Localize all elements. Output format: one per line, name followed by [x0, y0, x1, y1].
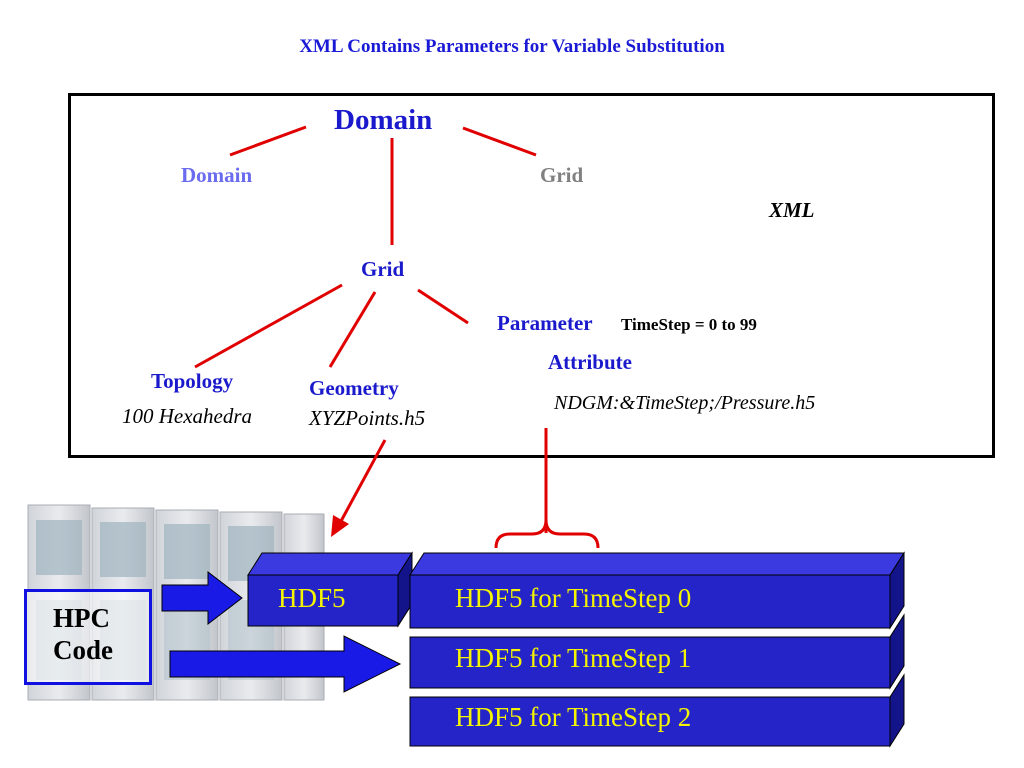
timestep-bracket — [494, 519, 600, 549]
connector-grid-geometry — [328, 291, 377, 368]
node-grid-child: Grid — [540, 163, 584, 187]
geometry-value: XYZPoints.h5 — [309, 406, 426, 430]
connector-grid-topology — [194, 283, 343, 369]
hpc-line-2: Code — [53, 635, 113, 665]
xml-label: XML — [769, 198, 815, 222]
hpc-code-box: HPC Code — [24, 589, 152, 685]
topology-value: 100 Hexahedra — [122, 404, 253, 428]
node-attribute: Attribute — [548, 350, 632, 374]
node-topology: Topology — [151, 369, 234, 393]
arrow-hpc-to-timesteps — [169, 635, 402, 693]
node-grid: Grid — [361, 257, 405, 281]
connector-domain-right — [462, 126, 537, 157]
node-domain-child: Domain — [181, 163, 253, 187]
hpc-line-1: HPC — [53, 603, 110, 633]
timestep-0-label: HDF5 for TimeStep 0 — [455, 583, 692, 613]
timestep-1-block-shape — [409, 613, 905, 690]
arrow-hpc-to-hdf5 — [161, 570, 243, 626]
hdf5-block-label: HDF5 — [278, 583, 346, 613]
node-parameter: Parameter — [497, 311, 593, 335]
node-geometry: Geometry — [309, 376, 399, 400]
connector-geometry-hdf5 — [338, 439, 387, 524]
xml-tree-box — [68, 93, 995, 458]
node-root-domain: Domain — [334, 104, 433, 136]
attribute-value: NDGM:&TimeStep;/Pressure.h5 — [554, 392, 816, 414]
parameter-value: TimeStep = 0 to 99 — [621, 315, 757, 334]
hdf5-block-shape — [247, 551, 413, 628]
timestep-1-label: HDF5 for TimeStep 1 — [455, 643, 692, 673]
arrowhead-geometry-hdf5 — [331, 515, 349, 537]
page-title: XML Contains Parameters for Variable Sub… — [299, 36, 725, 57]
timestep-2-block-shape — [409, 673, 905, 748]
timestep-0-block-shape — [409, 551, 905, 630]
connector-grid-parameter — [417, 288, 469, 325]
connector-domain-left — [229, 125, 307, 157]
timestep-2-label: HDF5 for TimeStep 2 — [455, 702, 692, 732]
